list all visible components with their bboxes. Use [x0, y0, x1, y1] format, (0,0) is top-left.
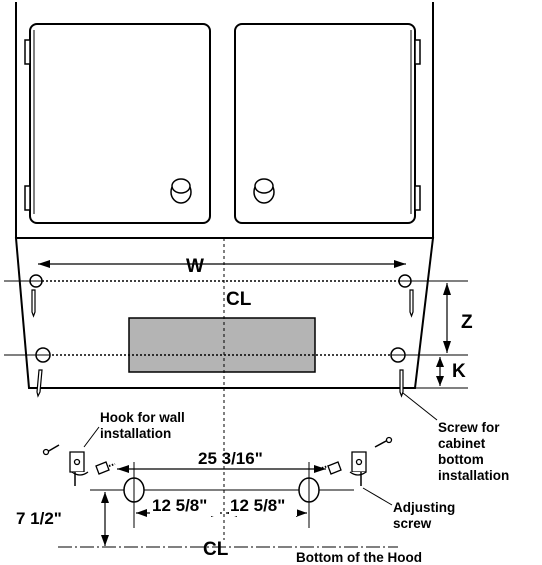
screw-leader [402, 392, 438, 421]
adjust-label-2: screw [393, 516, 432, 531]
dim-right-label: 12 5/8" [230, 496, 285, 515]
screw-label-2: cabinet [438, 436, 486, 451]
cabinet-door-left [24, 23, 211, 224]
hood-hole-bottom-left [35, 347, 51, 363]
height-z-dimension [443, 283, 451, 353]
dim-left-label: 12 5/8" [152, 496, 207, 515]
door-knob-left [170, 178, 192, 204]
adjust-label: Adjusting [393, 500, 455, 515]
hood-hole-bottom-right [390, 347, 406, 363]
dim-25-label: 25 3/16" [198, 449, 263, 468]
screw-label-4: installation [438, 468, 509, 483]
right-hook-assembly [321, 436, 393, 486]
dim-vertical-arrow [101, 492, 109, 546]
centerline-label: CL [226, 289, 252, 310]
adjust-leader [362, 487, 393, 506]
height-k-dimension [436, 357, 444, 386]
bottom-cl-label: CL [203, 539, 229, 560]
bottom-hood-label: Bottom of the Hood [296, 550, 422, 565]
height-k-label: K [452, 361, 466, 382]
dim-vertical-label: 7 1/2" [16, 509, 62, 528]
hook-leader [83, 426, 100, 448]
vent-panel [128, 317, 316, 373]
keyhole-left [123, 462, 145, 528]
height-z-label: Z [461, 312, 473, 333]
hook-label-2: installation [100, 426, 171, 441]
door-knob-right [253, 178, 275, 204]
width-label: W [186, 256, 204, 277]
dim-25-arrow [117, 465, 326, 473]
hook-label: Hook for wall [100, 410, 185, 425]
hood-hole-top-right [398, 274, 412, 288]
width-dimension [38, 260, 406, 268]
cabinet-door-right [234, 23, 421, 224]
keyhole-right [298, 462, 320, 528]
screw-label: Screw for [438, 420, 500, 435]
wall-screws [31, 289, 414, 398]
left-hook-assembly [42, 444, 116, 486]
hood-hole-top-left [29, 274, 43, 288]
screw-label-3: bottom [438, 452, 484, 467]
